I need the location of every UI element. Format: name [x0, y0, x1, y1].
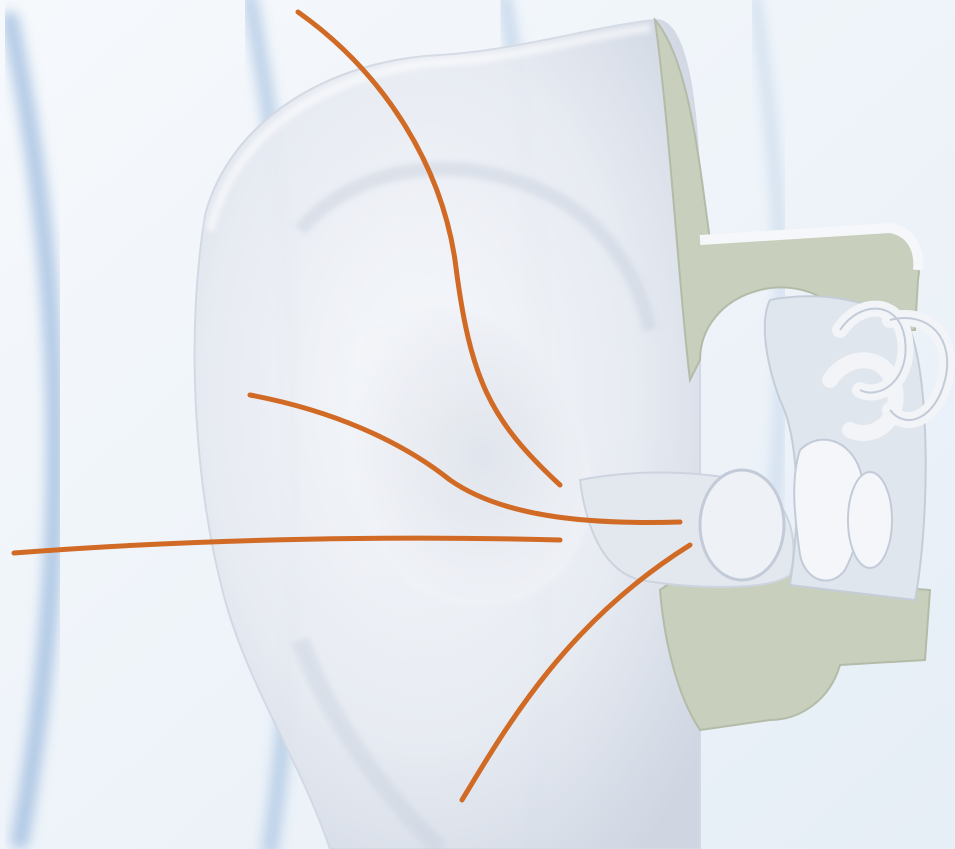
cochlea	[848, 472, 892, 568]
eardrum	[700, 470, 784, 580]
